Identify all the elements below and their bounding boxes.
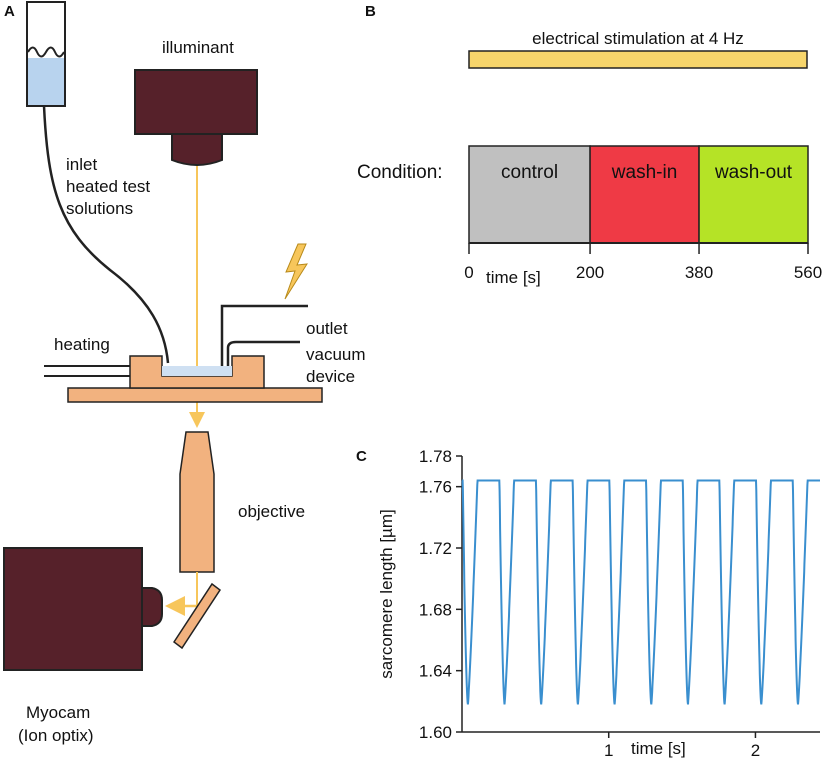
illuminant-lamp-icon [134,69,258,166]
protocol-tick-label-560: 560 [794,263,822,282]
panel-label-b: B [365,3,376,20]
outlet-label: outlet [306,319,348,338]
vacuum-label-2: device [306,367,355,386]
objective-label: objective [238,502,305,521]
objective-lens-icon [179,431,215,573]
y-tick-label: 1.64 [419,662,452,681]
sarcomere-length-trace [461,479,820,705]
phase-block-wash-in [589,145,700,244]
x-tick-label: 2 [751,741,760,760]
stimulation-bar [468,50,808,69]
illuminant-label: illuminant [162,38,234,57]
y-tick-label: 1.60 [419,723,452,742]
chart-ticks: 1.60 1.64 1.68 1.72 1.76 1.78 1 2 [419,447,760,760]
protocol-phases: control wash-in wash-out [468,145,809,244]
phase-block-control [468,145,591,244]
phase-label-control: control [501,162,558,183]
y-tick-label: 1.78 [419,447,452,466]
phase-label-wash-out: wash-out [714,162,793,183]
camera-label-2: (Ion optix) [18,726,94,745]
inlet-tube [42,105,170,364]
panel-label-c: C [356,448,367,465]
protocol-axis-label: time [s] [486,268,541,287]
condition-label: Condition: [357,162,443,183]
protocol-ticks: 0 200 380 560 [464,243,822,282]
protocol-tick-label-380: 380 [685,263,713,282]
x-tick-label: 1 [604,741,613,760]
protocol-tick-label-200: 200 [576,263,604,282]
y-axis-label: sarcomere length [µm] [377,509,396,678]
perfusion-chamber [67,355,323,403]
y-tick-label: 1.68 [419,600,452,619]
mirror-icon [172,582,222,650]
camera-label-1: Myocam [26,703,90,722]
camera-icon [3,547,163,671]
stimulation-label: electrical stimulation at 4 Hz [532,29,744,48]
inlet-label-1: inlet [66,155,97,174]
panel-label-a: A [4,3,15,20]
x-axis-label: time [s] [631,739,686,758]
protocol-tick-label-0: 0 [464,263,473,282]
electrode-wire [220,304,308,372]
vacuum-label-1: vacuum [306,345,366,364]
y-tick-label: 1.72 [419,539,452,558]
y-tick-label: 1.76 [419,478,452,497]
phase-label-wash-in: wash-in [611,162,677,183]
outlet-tube [226,340,300,372]
chart-axes [461,456,820,733]
lightning-icon [284,243,308,300]
solution-reservoir-icon [26,1,66,107]
inlet-label-3: solutions [66,199,133,218]
inlet-label-2: heated test [66,177,150,196]
phase-block-wash-out [698,145,809,244]
heating-label: heating [54,335,110,354]
